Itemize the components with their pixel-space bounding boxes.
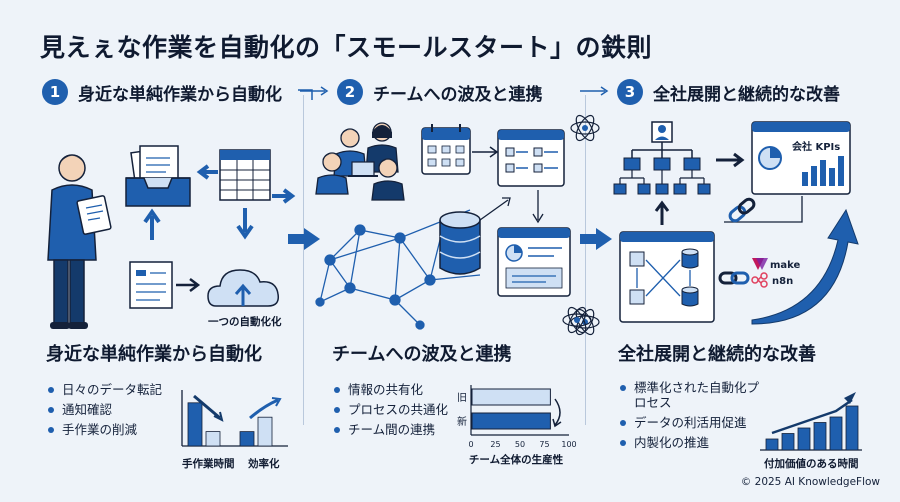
section-3-illustration: 会社 KPIs make: [562, 121, 859, 334]
bullet-item: 手作業の削減: [48, 420, 162, 440]
section-1-illustration: [47, 145, 296, 329]
bar: [797, 427, 811, 451]
bar: [257, 416, 273, 447]
x-tick-label: 0: [468, 440, 473, 449]
person-icon: [47, 154, 112, 329]
section-3-bullets: 標準化された自動化プロセス データの利活用促進 内製化の推進: [620, 380, 760, 453]
bar: [765, 438, 779, 451]
chain-link-icon: [728, 197, 756, 223]
section-2-bullets: 情報の共有化 プロセスの共通化 チーム間の連携: [334, 380, 448, 440]
arrow-head: [271, 397, 282, 407]
arrow-down-icon: [236, 208, 254, 240]
bullet-item: チーム間の連携: [334, 420, 448, 440]
step-3-label: 全社展開と継続的な改善: [653, 84, 840, 105]
tool-n8n-label: n8n: [772, 276, 793, 287]
x-axis-label: チーム全体の生産性: [469, 453, 564, 466]
divider-1: [303, 95, 304, 425]
chart-3-caption: 付加価値のある時間: [764, 458, 859, 470]
atom-icon: [570, 114, 600, 142]
team-people-icon: [315, 122, 405, 201]
step-1-label: 身近な単純作業から自動化: [78, 84, 282, 105]
divider-2: [585, 95, 586, 425]
chart-efficiency: [181, 390, 288, 447]
bullet-item: 情報の共有化: [334, 380, 448, 400]
chart-productivity: 旧新 0 25 50 75 100 チーム全体の生産性: [457, 385, 577, 466]
bullet-item: 日々のデータ転記: [48, 380, 162, 400]
step-2-number: 2: [337, 79, 363, 105]
x-tick-label: 75: [539, 440, 549, 449]
x-tick-label: 100: [561, 440, 576, 449]
bar: [829, 416, 843, 451]
bullet-item: 通知確認: [48, 400, 162, 420]
bar: [781, 433, 795, 451]
process-window-icon: [619, 231, 715, 323]
arrow-head: [213, 411, 224, 422]
x-tick-label: 25: [490, 440, 500, 449]
bullet-item: データの利活用促進: [620, 413, 760, 433]
section-2-subtitle: チームへの波及と連携: [332, 344, 512, 365]
bar: [187, 402, 203, 447]
kpi-dashboard-icon: [751, 121, 851, 195]
bullet-item: 内製化の推進: [620, 433, 760, 453]
chain-link-icon: [718, 271, 750, 285]
step-3-number: 3: [617, 79, 643, 105]
big-arrow-1: [288, 228, 320, 250]
arrow-head: [844, 392, 856, 404]
step-1-header: 1 身近な単純作業から自動化: [42, 78, 282, 106]
cloud-upload-icon: [207, 269, 280, 307]
arrow-head: [552, 418, 562, 428]
footer-copyright: © 2025 AI KnowledgeFlow: [740, 476, 880, 488]
growth-arrow-icon: [751, 208, 859, 325]
atom-icon: [562, 306, 592, 334]
section-1-subtitle: 身近な単純作業から自動化: [46, 344, 262, 365]
trend-down-arrow: [193, 394, 221, 420]
bar: [205, 431, 221, 447]
make-logo-icon: [752, 258, 768, 270]
spreadsheet-icon: [196, 149, 296, 204]
section-3-subtitle: 全社展開と継続的な改善: [618, 344, 816, 365]
cloud-caption: 一つの自動化化: [208, 316, 282, 328]
chart-1-label-b: 効率化: [248, 458, 280, 470]
arrow-up-icon: [654, 200, 670, 225]
step-3-header: 3 全社展開と継続的な改善: [617, 78, 840, 106]
bullet-item: プロセスの共通化: [334, 400, 448, 420]
arrow-up-icon: [143, 208, 161, 240]
chart-1-label-a: 手作業時間: [182, 458, 235, 470]
bar: [471, 388, 551, 406]
bullet-item: 標準化された自動化プロセス: [620, 380, 760, 410]
step-2-header: 2 チームへの波及と連携: [337, 78, 543, 106]
org-chart-icon: [613, 121, 711, 195]
bar: [813, 422, 827, 451]
network-graph-icon: [315, 209, 481, 330]
database-icon: [439, 211, 481, 275]
section-1-bullets: 日々のデータ転記 通知確認 手作業の削減: [48, 380, 162, 440]
document-icon: [129, 261, 201, 309]
bar-category-label: 新: [457, 415, 467, 428]
page-title: 見えぇな作業を自動化の「スモールスタート」の鉄則: [40, 33, 653, 62]
inbox-tray-icon: [125, 145, 191, 207]
n8n-logo-icon: [751, 272, 768, 288]
growth-curve: [771, 398, 853, 435]
bar: [471, 412, 551, 430]
step-2-label: チームへの波及と連携: [373, 84, 543, 105]
dashboard-window-icon: [497, 227, 571, 297]
bar: [845, 405, 859, 451]
section-2-illustration: [315, 114, 600, 336]
chart-value-time: [760, 392, 862, 451]
x-tick-label: 50: [515, 440, 525, 449]
trend-up-arrow: [249, 398, 279, 420]
bar-category-label: 旧: [457, 392, 467, 404]
checklist-window-icon: [497, 129, 565, 187]
bar: [239, 431, 255, 447]
calendar-icon: [421, 124, 471, 175]
step-1-number: 1: [42, 79, 68, 105]
tool-make-label: make: [770, 260, 801, 271]
change-arrow: [554, 398, 561, 426]
kpi-label: 会社 KPIs: [792, 140, 840, 153]
big-arrow-2: [580, 228, 612, 250]
